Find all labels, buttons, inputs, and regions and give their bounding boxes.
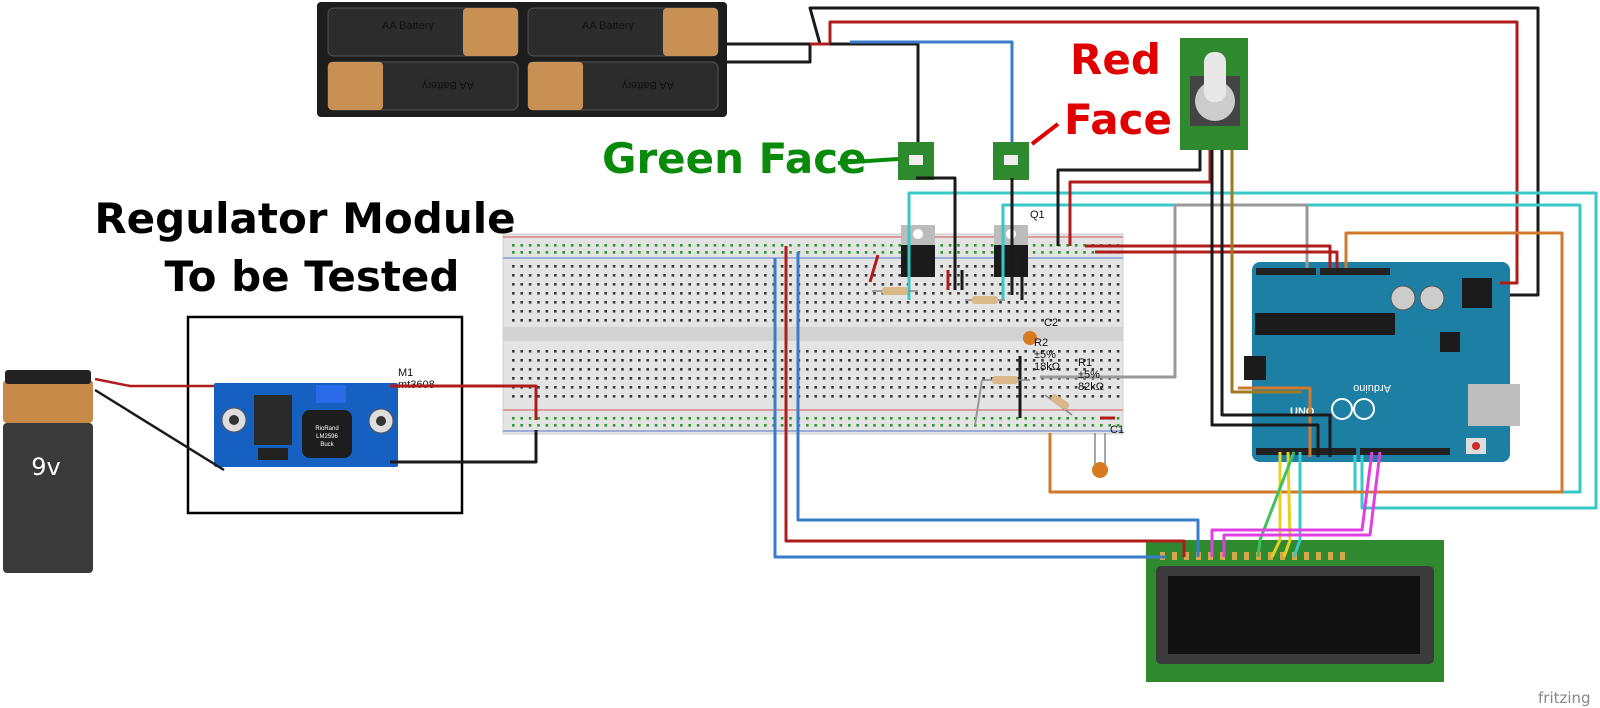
- r1-tolerance: ±5%: [1078, 369, 1100, 381]
- arduino-brand: Arduino: [1353, 382, 1391, 394]
- green-face-label: Green Face: [602, 134, 867, 183]
- regulator-module: RioRand LM2596 Buck: [214, 383, 398, 467]
- battery-label: AA Battery: [422, 79, 474, 91]
- aa-battery-pack: AA Battery AA Battery AA Battery AA Batt…: [317, 2, 727, 117]
- nine-volt-label: 9v: [31, 453, 60, 481]
- r2-tolerance: ±5%: [1034, 349, 1056, 361]
- red-face-label-line2: Face: [1064, 95, 1172, 144]
- c1-label: C1: [1110, 424, 1124, 436]
- red-face-led: [993, 142, 1029, 180]
- svg-text:LM2596: LM2596: [316, 434, 338, 440]
- module-ref: M1: [398, 367, 413, 379]
- svg-text:RioRand: RioRand: [315, 426, 338, 432]
- green-face-callout: Green Face: [602, 134, 899, 183]
- capacitor-c2: [1023, 331, 1037, 345]
- potentiometer: [1180, 38, 1248, 150]
- battery-label: AA Battery: [622, 79, 674, 91]
- resistor-r2: [982, 376, 1030, 384]
- battery-cell-bottom-right: AA Battery: [527, 61, 719, 111]
- resistor-middle: [965, 296, 1005, 304]
- transistor-q2: [901, 225, 935, 277]
- svg-text:Buck: Buck: [320, 442, 334, 448]
- resistor-r1: [1044, 394, 1073, 416]
- resistor-left: [872, 287, 918, 295]
- arduino-uno: Arduino UNO: [1244, 262, 1520, 462]
- lcd-display: [1146, 540, 1444, 682]
- regulator-frame: [186, 315, 464, 515]
- battery-cell-top-left: AA Battery: [327, 7, 519, 57]
- red-face-callout: Red Face: [1030, 35, 1172, 146]
- fritzing-watermark: fritzing: [1538, 689, 1591, 707]
- red-face-label-line1: Red: [1070, 35, 1161, 84]
- battery-cell-bottom-left: AA Battery: [327, 61, 519, 111]
- regulator-title-line1: Regulator Module: [94, 194, 515, 243]
- battery-cell-top-right: AA Battery: [527, 7, 719, 57]
- battery-label: AA Battery: [382, 20, 434, 32]
- r2-label: R2: [1034, 337, 1048, 349]
- r2-value: 18kΩ: [1034, 361, 1060, 373]
- green-face-led: [898, 142, 934, 180]
- r1-value: 82kΩ: [1078, 381, 1104, 393]
- wires: [94, 6, 1598, 559]
- r1-label: R1: [1078, 357, 1092, 369]
- q1-label: Q1: [1030, 209, 1045, 221]
- battery-label: AA Battery: [582, 20, 634, 32]
- c2-label: C2: [1044, 317, 1058, 329]
- nine-volt-battery: 9v: [3, 370, 93, 573]
- capacitor-c1: [1092, 433, 1108, 478]
- regulator-title-line2: To be Tested: [165, 252, 460, 301]
- breadboard-holes: [512, 244, 1120, 427]
